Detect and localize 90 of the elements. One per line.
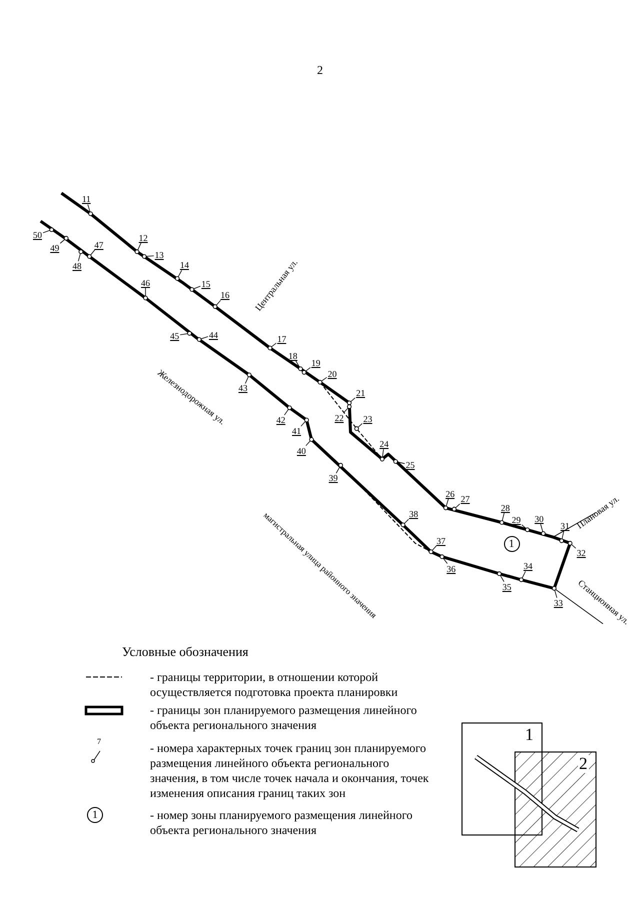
point-number: 45: [169, 330, 180, 341]
point-number: 20: [326, 368, 338, 379]
legend-sample-number: 7: [97, 736, 101, 746]
point-number: 39: [328, 473, 339, 484]
leader-line: [142, 254, 154, 259]
leader-line: [78, 249, 84, 262]
point-number: 46: [140, 278, 152, 288]
leader-line: [268, 342, 277, 350]
zone-number-sample: 1: [87, 807, 103, 823]
leader-line: [87, 204, 93, 216]
leader-line: [521, 524, 530, 532]
point-number: 30: [534, 514, 545, 524]
zone-number: 1: [504, 536, 520, 552]
leader-line: [244, 372, 252, 384]
leader-line: [175, 270, 182, 281]
legend-title: Условные обозначения: [122, 644, 248, 660]
point-number: 17: [276, 334, 288, 344]
point-number: 37: [435, 536, 446, 546]
leader-line: [212, 300, 221, 309]
legend-text: - границы зон планируемого размещения линейного объекта регионального значения: [150, 703, 418, 733]
leader-line: [300, 418, 309, 427]
point-number: 36: [446, 564, 457, 574]
leader-line: [380, 448, 384, 462]
leader-line: [552, 586, 558, 598]
point-number: 29: [510, 514, 522, 525]
sheet-number: 2: [578, 755, 588, 773]
point-number: 22: [334, 412, 345, 423]
point-number: 18: [287, 350, 298, 361]
leader-line: [306, 437, 314, 446]
point-number: 25: [404, 460, 416, 470]
leader-line: [134, 242, 142, 254]
leader-line: [196, 336, 208, 342]
point-number: 19: [310, 358, 322, 368]
leader-line: [284, 406, 292, 416]
point-number: 21: [355, 388, 366, 398]
point-number: 15: [200, 279, 212, 290]
leader-line: [393, 459, 406, 464]
point-number: 38: [408, 509, 420, 520]
leader-line: [318, 377, 328, 384]
point-number: 13: [154, 250, 165, 260]
point-number: 41: [291, 426, 302, 436]
leader-line: [540, 524, 546, 536]
leader-line: [440, 554, 448, 564]
point-number: 34: [522, 561, 534, 572]
leader-line: [497, 571, 504, 582]
leader-line: [336, 462, 343, 474]
leader-line: [354, 423, 363, 431]
point-number: 16: [220, 290, 231, 300]
point-number: 32: [576, 548, 587, 558]
point-number: 23: [362, 414, 374, 424]
leader-line: [42, 227, 54, 234]
point-number: 14: [178, 260, 190, 270]
point-number: 49: [49, 242, 60, 253]
leader-line: [295, 360, 303, 372]
leader-line: [343, 404, 352, 414]
point-number: 28: [500, 502, 511, 513]
leader-line: [302, 367, 311, 375]
point-number: 27: [460, 494, 471, 504]
point-number: 50: [32, 230, 43, 240]
legend-text: - номер зоны планируемого размещения линейного объекта регионального значения: [150, 808, 414, 838]
point-number: 48: [72, 261, 82, 272]
leader-line: [143, 288, 148, 300]
leader-line: [428, 545, 437, 554]
legend-text: - границы территории, в отношении которой осуществляется подготовка проекта планировки: [150, 670, 399, 700]
leader-line: [443, 498, 449, 510]
point-number: 40: [296, 446, 307, 456]
point-number: 11: [80, 194, 92, 204]
legend-text: - номера характерных точек границ зон планируемого размещения линейного объекта регионального значения, в том числе точек начала и окончания, точек изменения описания границ таких зон: [150, 741, 430, 801]
page-number: 2: [317, 62, 323, 78]
point-number: 31: [559, 521, 570, 532]
leader-line: [190, 286, 201, 292]
leader-line: [180, 331, 192, 336]
leader-line: [559, 530, 564, 544]
point-number: 33: [552, 598, 564, 608]
leader-line: [519, 571, 526, 582]
leader-line: [400, 518, 409, 528]
leader-line: [60, 236, 68, 244]
point-number: 12: [138, 233, 149, 244]
leader-line: [87, 250, 96, 259]
point-number: 35: [501, 582, 512, 592]
point-number: 42: [275, 415, 286, 426]
leader-line: [452, 504, 460, 512]
leader-line: [500, 512, 505, 525]
point-number: 43: [237, 383, 248, 394]
leader-line: [568, 540, 576, 549]
point-number: 24: [378, 439, 390, 450]
point-number: 47: [93, 240, 104, 250]
point-number: 44: [208, 330, 219, 340]
point-number: 26: [444, 488, 456, 499]
leader-line: [347, 398, 356, 406]
